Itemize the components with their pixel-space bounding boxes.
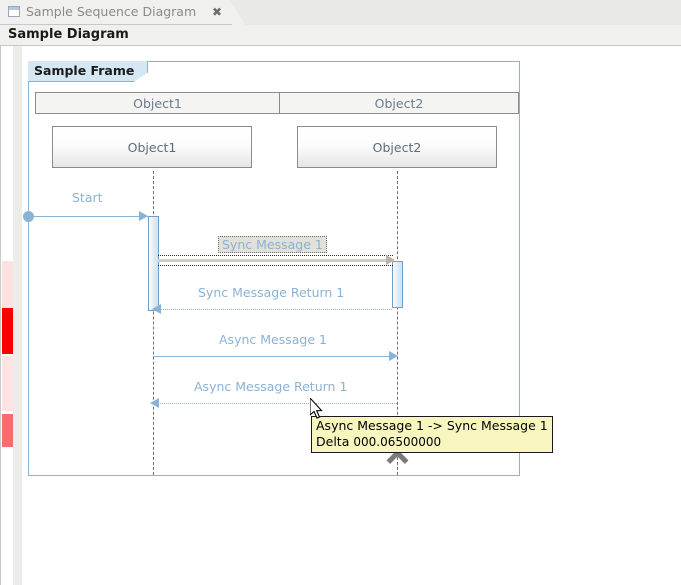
message-label-async-1[interactable]: Async Message 1 bbox=[219, 332, 327, 347]
ruler-band[interactable] bbox=[2, 414, 13, 447]
overview-ruler[interactable] bbox=[0, 46, 22, 585]
tab-sample-sequence-diagram[interactable]: Sample Sequence Diagram ✖ bbox=[0, 0, 258, 25]
arrow-head-sync-1 bbox=[386, 255, 395, 265]
diagram-canvas[interactable]: Sample Frame Object1 Object2 Object1 Obj… bbox=[0, 46, 681, 585]
close-icon[interactable]: ✖ bbox=[212, 5, 223, 19]
mouse-cursor-icon bbox=[310, 398, 323, 419]
sequence-frame[interactable] bbox=[28, 61, 520, 476]
object-header-1[interactable]: Object1 bbox=[35, 92, 280, 114]
lifeline-box-object1[interactable]: Object1 bbox=[52, 126, 252, 168]
lifeline-box-label: Object1 bbox=[127, 139, 177, 155]
tooltip-line-2: Delta 000.06500000 bbox=[316, 434, 548, 450]
ruler-band[interactable] bbox=[2, 308, 13, 354]
lifeline-box-label: Object2 bbox=[372, 139, 422, 155]
ruler-band[interactable] bbox=[2, 356, 13, 411]
message-line-start[interactable] bbox=[29, 216, 148, 217]
arrow-head-async-1 bbox=[389, 351, 398, 361]
tooltip-line-1: Async Message 1 -> Sync Message 1 bbox=[316, 418, 548, 433]
message-label-sync-return-1[interactable]: Sync Message Return 1 bbox=[198, 285, 345, 300]
selection-dots-bottom bbox=[158, 265, 393, 266]
frame-name-tab[interactable] bbox=[28, 61, 148, 82]
ruler-track bbox=[13, 46, 22, 585]
page-title: Sample Diagram bbox=[8, 27, 129, 42]
object-header-label: Object1 bbox=[133, 95, 182, 111]
tab-slant-edge bbox=[230, 0, 258, 25]
arrow-head-start bbox=[139, 211, 148, 221]
message-label-async-return-1[interactable]: Async Message Return 1 bbox=[194, 379, 348, 394]
diagram-title-bar: Sample Diagram bbox=[0, 25, 681, 46]
found-message-dot bbox=[23, 211, 34, 222]
document-icon bbox=[8, 6, 20, 17]
message-label-sync-1[interactable]: Sync Message 1 bbox=[218, 236, 327, 253]
arrow-head-async-return-1 bbox=[150, 398, 159, 408]
activation-bar-object1[interactable] bbox=[148, 216, 159, 311]
ruler-band[interactable] bbox=[2, 261, 13, 308]
object-header-label: Object2 bbox=[374, 95, 424, 111]
tooltip-delta-value: 000.06500000 bbox=[353, 435, 442, 449]
lifeline-object2[interactable] bbox=[397, 171, 398, 475]
frame-label: Sample Frame bbox=[34, 63, 135, 78]
lifeline-box-object2[interactable]: Object2 bbox=[297, 126, 497, 168]
activation-bar-object2[interactable] bbox=[392, 261, 403, 308]
editor-tab-strip: Sample Sequence Diagram ✖ bbox=[0, 0, 681, 25]
message-tooltip: Async Message 1 -> Sync Message 1 Delta … bbox=[311, 416, 553, 453]
tab-label: Sample Sequence Diagram bbox=[26, 4, 197, 19]
lifeline-object1[interactable] bbox=[153, 171, 154, 475]
selection-dots-top bbox=[158, 255, 393, 256]
tooltip-delta-label: Delta bbox=[316, 434, 350, 449]
message-line-async-1[interactable] bbox=[153, 356, 392, 357]
arrow-head-sync-return-1 bbox=[152, 304, 161, 314]
tab-underline bbox=[0, 24, 232, 25]
object-header-2[interactable]: Object2 bbox=[279, 92, 519, 114]
message-line-async-return-1[interactable] bbox=[158, 403, 397, 404]
message-line-sync-1[interactable] bbox=[158, 259, 393, 262]
message-label-start[interactable]: Start bbox=[72, 190, 103, 205]
ruler-left-edge bbox=[0, 46, 1, 585]
message-line-sync-return-1[interactable] bbox=[158, 309, 392, 310]
